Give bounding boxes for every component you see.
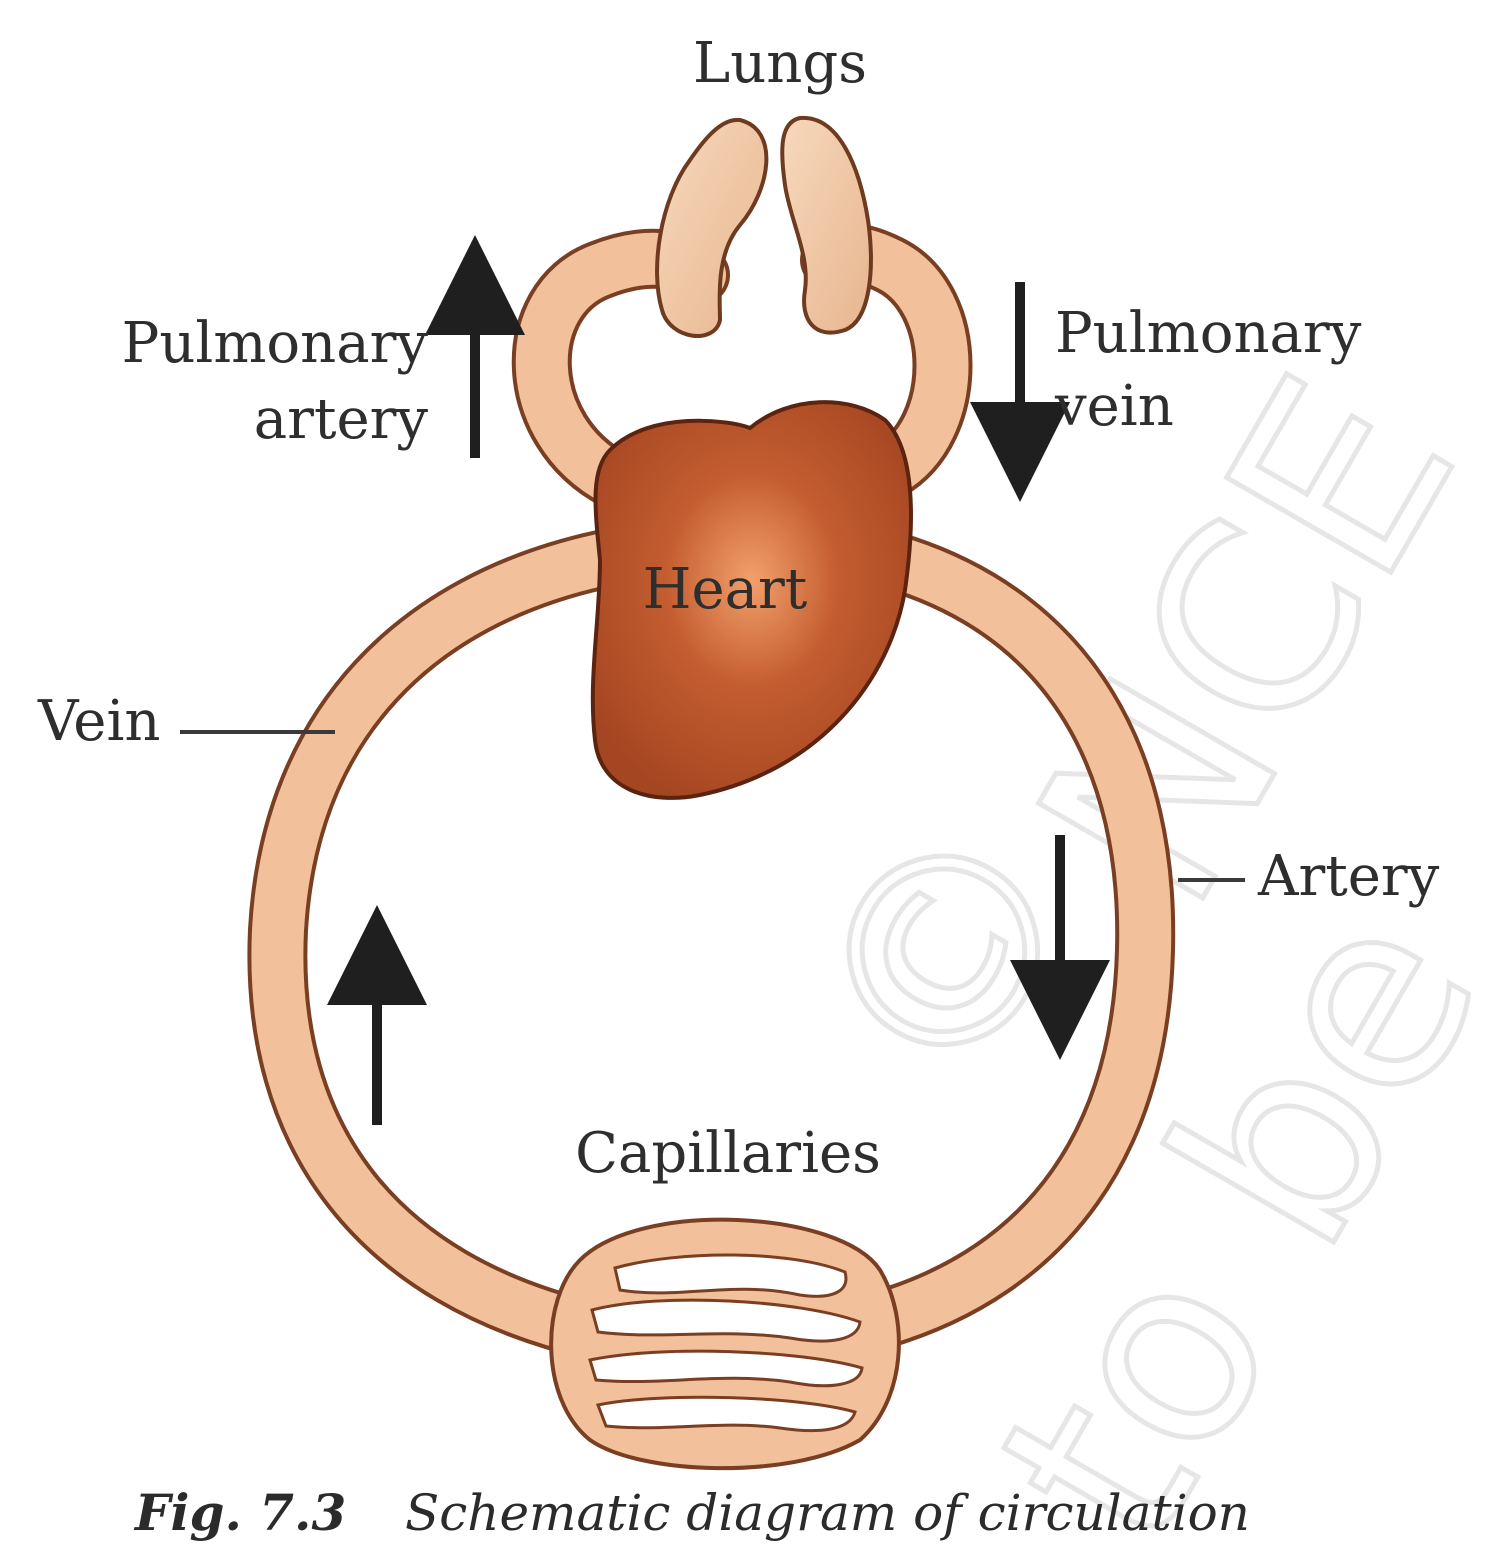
capillaries-bundle <box>549 1217 901 1471</box>
capillaries-label: Capillaries <box>575 1121 881 1186</box>
artery-label: Artery <box>1257 844 1440 909</box>
caption-text: Schematic diagram of circulation <box>405 1484 1250 1542</box>
heart-label: Heart <box>643 557 808 622</box>
flow-arrows <box>327 235 1110 1125</box>
heart-shape <box>590 400 913 800</box>
pulmonary-vein-label-line1: Pulmonary <box>1055 301 1362 366</box>
figure-caption: Fig. 7.3 Schematic diagram of circulatio… <box>133 1483 1250 1542</box>
pulmonary-artery-label-line2: artery <box>254 387 429 452</box>
lungs-label: Lungs <box>693 31 867 96</box>
pulmonary-artery-label-line1: Pulmonary <box>122 311 429 376</box>
caption-number: Fig. 7.3 <box>133 1483 346 1542</box>
vein-label: Vein <box>37 689 160 754</box>
pulmonary-vein-label-line2: vein <box>1054 374 1174 439</box>
right-lung <box>780 115 873 335</box>
left-lung <box>655 117 769 338</box>
lungs-shape <box>655 115 873 338</box>
systemic-loop <box>247 530 1176 1360</box>
